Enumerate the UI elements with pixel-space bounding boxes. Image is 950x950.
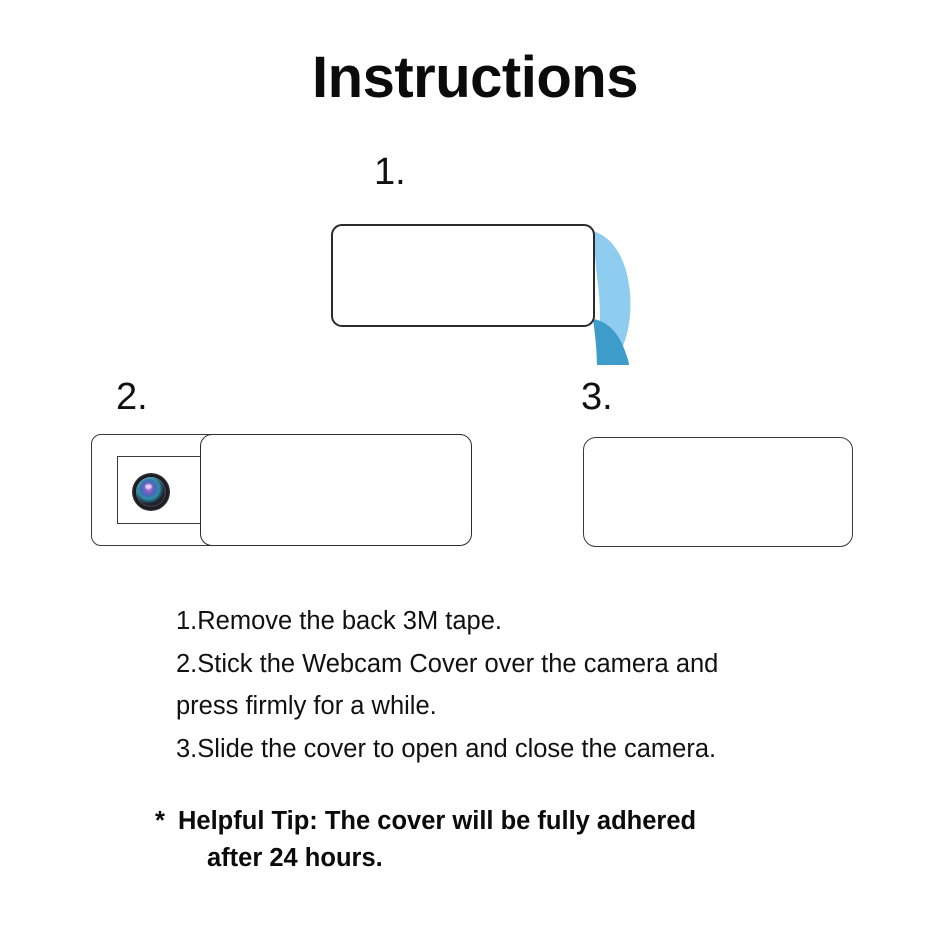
step-1-number: 1. [374,151,406,193]
helpful-tip-text: Helpful Tip: The cover will be fully adh… [178,807,697,835]
helpful-tip-line-1: * Helpful Tip: The cover will be fully ad… [155,803,855,840]
asterisk-icon: * [155,807,165,835]
cover-body-rect [331,224,595,327]
figure-cover-open-over-camera [88,430,478,555]
step-3-number: 3. [581,376,613,418]
instruction-line-2-continued: press firmly for a while. [176,692,437,720]
instruction-line-1: 1.Remove the back 3M tape. [176,607,503,635]
page-title: Instructions [312,45,638,110]
figure-cover-closed [580,433,860,553]
instructions-list: 1.Remove the back 3M tape. 2.Stick the W… [176,600,856,770]
figure-cover-with-peeling-tape [325,215,645,365]
instruction-line-3: 3.Slide the cover to open and close the … [176,734,717,763]
helpful-tip-line-2: after 24 hours. [207,844,383,872]
cover-slider-panel [200,434,472,546]
camera-lens-icon [136,477,166,507]
cover-closed-rect [583,437,853,547]
instruction-line-2: 2.Stick the Webcam Cover over the camera… [176,649,719,678]
helpful-tip-block: * Helpful Tip: The cover will be fully ad… [155,803,855,877]
tape-dark-fan [593,319,628,365]
step-2-number: 2. [116,376,148,418]
tape-illustration [593,231,631,365]
